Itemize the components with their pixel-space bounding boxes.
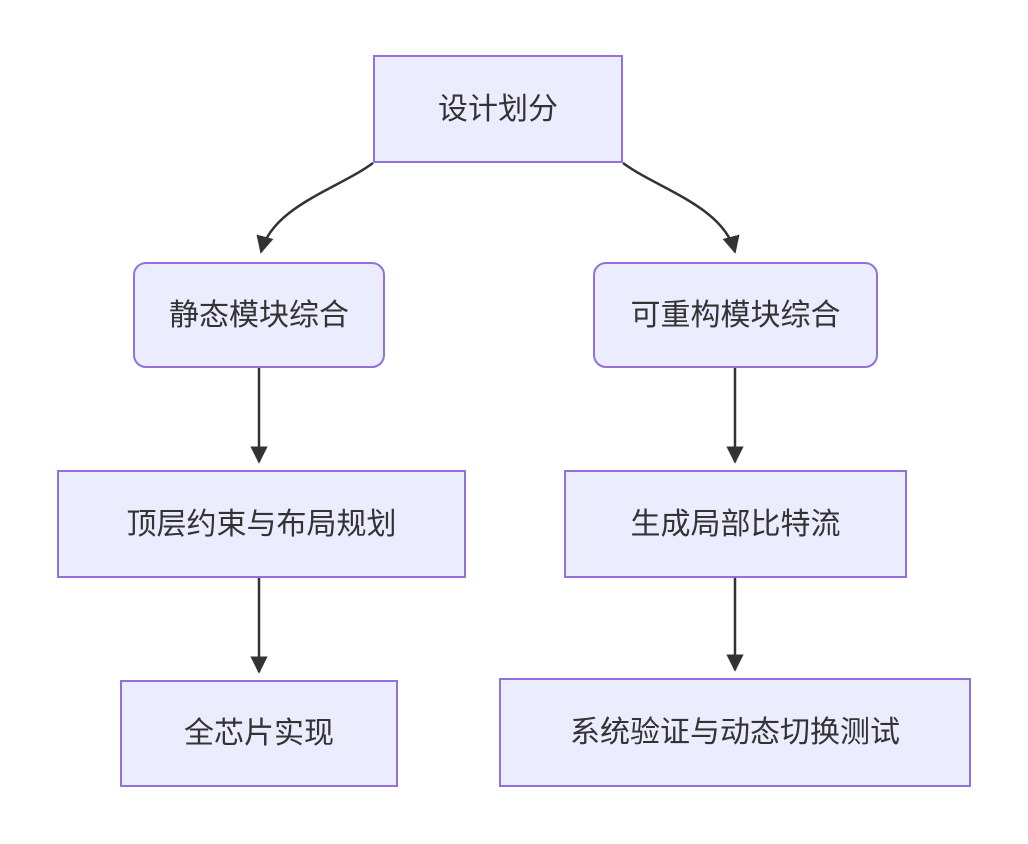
node-reconfig-module-synthesis: 可重构模块综合 bbox=[593, 262, 878, 368]
node-label: 系统验证与动态切换测试 bbox=[570, 716, 900, 749]
node-static-module-synthesis: 静态模块综合 bbox=[133, 262, 385, 368]
node-system-verify-switch-test: 系统验证与动态切换测试 bbox=[499, 678, 971, 787]
node-generate-partial-bitstream: 生成局部比特流 bbox=[564, 470, 907, 578]
node-full-chip-implementation: 全芯片实现 bbox=[120, 680, 398, 787]
edge-design-partition-to-static-module-synthesis bbox=[256, 161, 374, 254]
node-top-constraints-floorplan: 顶层约束与布局规划 bbox=[57, 470, 466, 578]
node-label: 顶层约束与布局规划 bbox=[126, 507, 397, 541]
node-label: 设计划分 bbox=[438, 92, 558, 126]
node-label: 生成局部比特流 bbox=[630, 507, 841, 541]
node-label: 可重构模块综合 bbox=[630, 298, 841, 332]
edge-design-partition-to-reconfig-module-synthesis bbox=[622, 161, 740, 254]
node-design-partition: 设计划分 bbox=[373, 55, 623, 163]
node-label: 全芯片实现 bbox=[184, 717, 334, 750]
node-label: 静态模块综合 bbox=[169, 298, 349, 332]
